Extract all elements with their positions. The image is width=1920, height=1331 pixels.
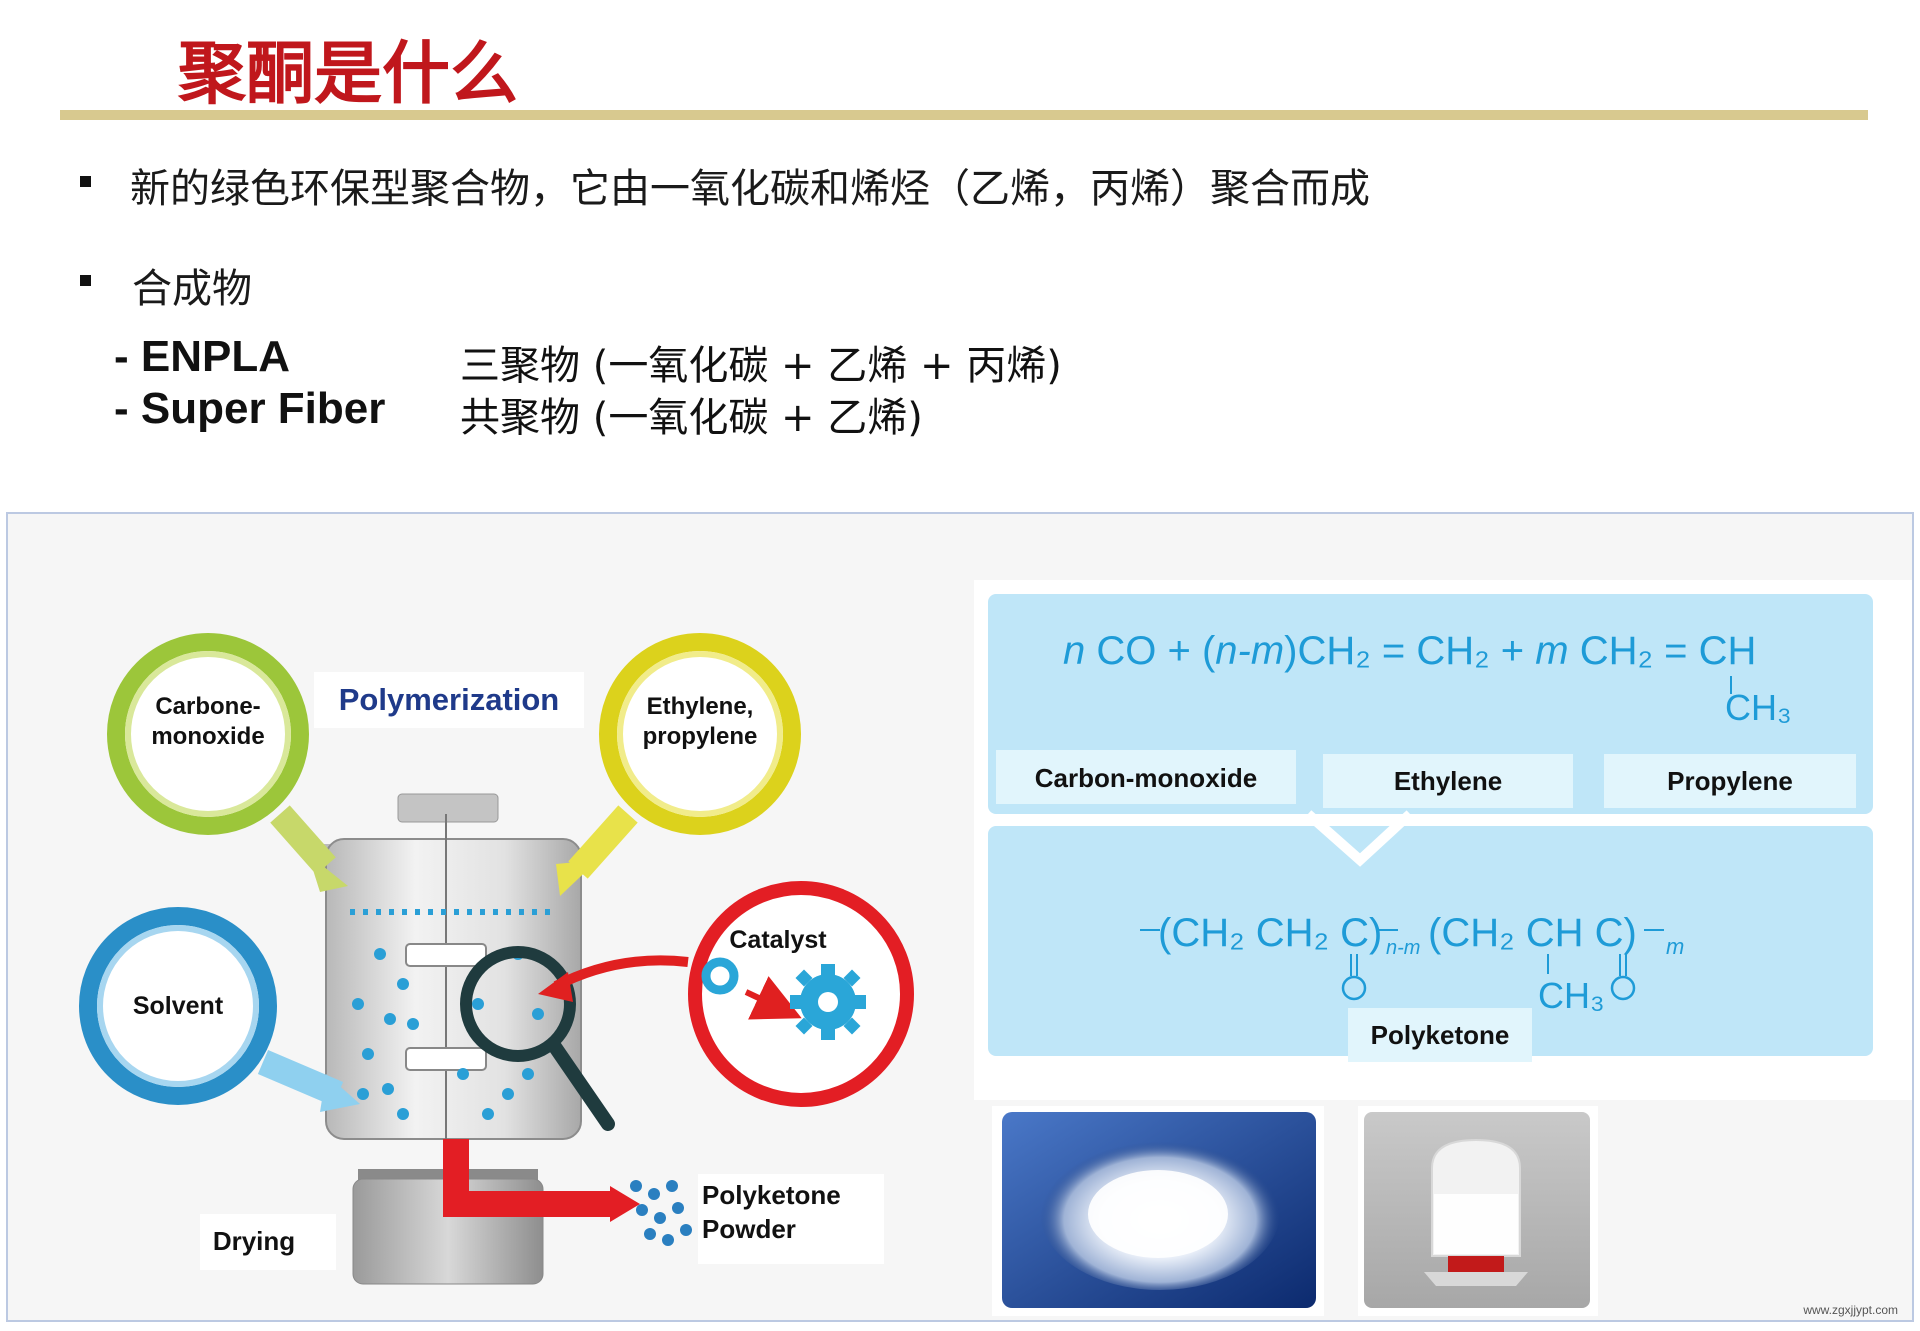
carbon-monoxide-circle [107, 633, 309, 835]
co-arrow [270, 805, 336, 875]
title-divider [60, 110, 1868, 120]
output-label-line2: Powder [702, 1214, 796, 1244]
polymerization-figure-panel: Carbone- monoxide Ethylene, propylene So… [6, 512, 1914, 1322]
stirrer-blade [405, 943, 487, 967]
reaction-equation: n CO + (n-m)CH₂ = CH₂ + m CH₂ = CH [1063, 629, 1756, 673]
output-pipe [443, 1139, 618, 1217]
bullet-marker [80, 275, 91, 286]
polyketone-formula: (CH₂ CH₂ C) n-m (CH₂ CH C) m CH₃ [1140, 911, 1684, 1016]
catalyst-arrow [553, 955, 689, 991]
compound-desc-enpla: 三聚物 (一氧化碳 + 乙烯 + 丙烯) [460, 343, 1062, 389]
compound-name-enpla: - ENPLA [114, 332, 290, 381]
magnifier-icon [460, 946, 576, 1062]
gear-icon [790, 964, 866, 1040]
stirrer-blade [405, 1047, 487, 1071]
svg-text:(CH₂ CH C): (CH₂ CH C) [1428, 911, 1637, 955]
reactant-label-ethylene: Ethylene [1394, 766, 1502, 796]
process-diagram: Carbone- monoxide Ethylene, propylene So… [79, 633, 914, 1285]
catalyst-particles [352, 948, 544, 1120]
olefin-circle [599, 633, 801, 835]
product-box [988, 826, 1873, 1056]
svg-text:n-m: n-m [1386, 937, 1420, 959]
reaction-scheme: n CO + (n-m)CH₂ = CH₂ + m CH₂ = CH CH₃ C… [974, 580, 1914, 1317]
svg-text:m: m [1666, 934, 1684, 959]
olefin-label-line2: propylene [643, 723, 758, 750]
solvent-label: Solvent [133, 992, 224, 1020]
bullet-compounds-heading: 合成物 [132, 266, 252, 312]
co-label-line2: monoxide [151, 723, 264, 750]
drying-label: Drying [213, 1226, 295, 1256]
co-label-line1: Carbone- [155, 693, 260, 720]
svg-text:(CH₂ CH₂ C): (CH₂ CH₂ C) [1158, 911, 1382, 955]
polyketone-label: Polyketone [1371, 1020, 1510, 1050]
page-title: 聚酮是什么 [178, 34, 519, 114]
propylene-methyl-group: CH₃ [1725, 687, 1792, 728]
bullet-marker [80, 176, 91, 187]
olefin-arrow [568, 805, 638, 879]
powder-particles-icon [630, 1180, 692, 1246]
catalyst-circle [688, 881, 914, 1107]
catalyst-label: Catalyst [729, 926, 827, 954]
vessel-lid [397, 793, 499, 823]
svg-text:CH₃: CH₃ [1538, 975, 1605, 1016]
reactant-label-carbon-monoxide: Carbon-monoxide [1035, 763, 1257, 793]
polymerization-figure: Carbone- monoxide Ethylene, propylene So… [79, 580, 1914, 1317]
solvent-circle [79, 907, 277, 1105]
olefin-label-line1: Ethylene, [647, 693, 754, 720]
catalyst-ring-icon [701, 957, 739, 995]
compound-name-super-fiber: - Super Fiber [114, 384, 386, 433]
reactant-label-propylene: Propylene [1667, 766, 1793, 796]
bullet-polymer-description: 新的绿色环保型聚合物，它由一氧化碳和烯烃（乙烯，丙烯）聚合而成 [130, 166, 1370, 212]
output-label-line1: Polyketone [702, 1180, 841, 1210]
polymerization-title: Polymerization [339, 682, 560, 717]
watermark: www.zgxjjypt.com [1802, 1303, 1898, 1317]
compound-desc-super-fiber: 共聚物 (一氧化碳 + 乙烯) [460, 395, 923, 441]
